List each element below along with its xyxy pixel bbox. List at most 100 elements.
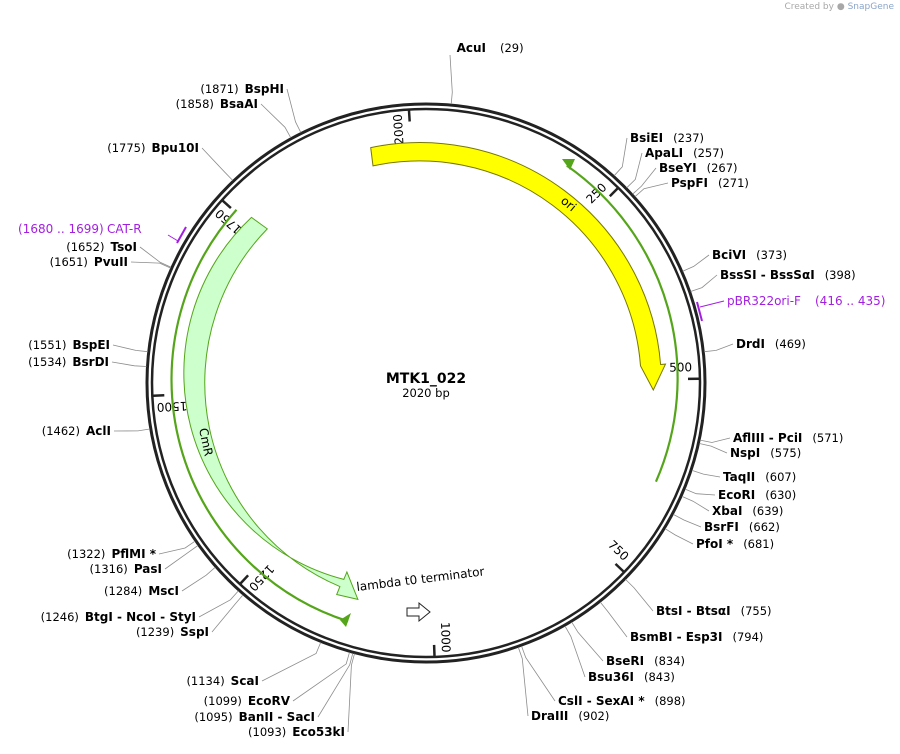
- site-msci-leader: [181, 566, 216, 592]
- site-drdi-position: (469): [775, 337, 806, 351]
- ruler-label-1250: 1250: [246, 562, 277, 594]
- site-csli-sexai-leader: [521, 646, 556, 702]
- site-pspfi-leader: [634, 182, 669, 197]
- site-pflmi-position: (1322): [67, 547, 105, 561]
- site-afliii-pcii: AflIII - PciI(571): [700, 431, 843, 445]
- site-csli-sexai-position: (898): [655, 694, 686, 708]
- site-bsmbi-esp3i-position: (794): [733, 630, 764, 644]
- site-pvuii-position: (1651): [50, 255, 88, 269]
- ruler-label-2000: 2000: [391, 114, 407, 145]
- site-taqii-leader: [691, 470, 721, 478]
- site-bpu10i-leader: [201, 147, 233, 181]
- site-acli-leader: [113, 428, 150, 432]
- site-bsu36i-name: Bsu36I: [588, 670, 634, 684]
- site-pflmi-name: PflMI *: [111, 547, 156, 561]
- cmr-direction-line: [170, 209, 349, 623]
- ruler-label-500: 500: [669, 360, 692, 374]
- site-bsiei-name: BsiEI: [630, 131, 663, 145]
- credit-brand: SnapGene: [847, 2, 894, 12]
- ruler-tick-1500: [153, 393, 165, 397]
- site-nspi-name: NspI: [730, 446, 760, 460]
- site-bsiei: BsiEI (237): [613, 131, 704, 176]
- site-bsmbi-esp3i-name: BsmBI - Esp3I: [630, 630, 722, 644]
- site-pvuii-leader: [130, 261, 171, 269]
- site-bcivi-position: (373): [756, 248, 787, 262]
- site-bsmbi-esp3i: BsmBI - Esp3I (794): [599, 601, 764, 644]
- site-apali-position: (257): [693, 146, 724, 160]
- site-eco53ki: Eco53kI(1093): [248, 653, 355, 739]
- site-bsmbi-esp3i-leader: [599, 601, 628, 638]
- site-bsrfi-position: (662): [749, 520, 780, 534]
- site-sspi-leader: [211, 594, 244, 633]
- site-bsiei-leader: [613, 137, 628, 176]
- site-bpu10i-name: Bpu10I: [152, 141, 199, 155]
- site-eco53ki-leader: [347, 653, 355, 733]
- site-apali: ApaLI(257): [626, 146, 724, 189]
- site-pflmi-leader: [158, 540, 196, 555]
- backbone-inner-circle: [150, 107, 702, 659]
- site-afliii-pcii-name: AflIII - PciI: [733, 431, 802, 445]
- site-bsu36i-position: (843): [644, 670, 675, 684]
- site-bsrfi: BsrFI(662): [673, 514, 780, 534]
- site-ecori-name: EcoRI: [718, 488, 755, 502]
- site-bsrdi-position: (1534): [28, 355, 66, 369]
- site-tsoi: TsoI(1652): [66, 240, 172, 268]
- site-btgi-ncoi-styi-leader: [198, 590, 239, 618]
- site-bsaai-position: (1858): [176, 97, 214, 111]
- site-btgi-ncoi-styi-position: (1246): [41, 610, 79, 624]
- site-bsphi-leader: [286, 88, 302, 133]
- site-acui-name: AcuI: [457, 41, 486, 55]
- site-bspei-position: (1551): [28, 338, 66, 352]
- site-btgi-ncoi-styi: BtgI - NcoI - StyI(1246): [41, 590, 239, 624]
- site-afliii-pcii-leader: [700, 437, 731, 443]
- backbone-outer-circle: [145, 102, 707, 664]
- site-bpu10i-position: (1775): [107, 141, 145, 155]
- ori-direction-arrowhead: [562, 159, 575, 170]
- site-banii-saci-position: (1095): [194, 710, 232, 724]
- site-scai-leader: [261, 642, 322, 682]
- site-bcivi-name: BciVI: [712, 248, 746, 262]
- site-draiii-name: DraIII: [531, 709, 568, 723]
- site-scai-name: ScaI: [231, 674, 259, 688]
- site-bsssi-bsss-i-position: (398): [825, 268, 856, 282]
- ruler-tick-250: [608, 187, 619, 198]
- site-tsoi-leader: [139, 246, 172, 268]
- site-bsssi-bsss-i-name: BssSI - BssSαI: [720, 268, 815, 282]
- site-pfoi: PfoI *(681): [664, 528, 774, 551]
- ruler-tick-2000: [407, 110, 411, 122]
- site-pspfi: PspFI(271): [634, 176, 749, 197]
- site-draiii: DraIII(902): [517, 647, 609, 723]
- site-bspei-name: BspEI: [72, 338, 110, 352]
- site-banii-saci-name: BanII - SacI: [239, 710, 315, 724]
- site-acli-name: AclI: [86, 424, 111, 438]
- site-bseri-leader: [571, 621, 604, 662]
- primer-cat-r-name: CAT-R: [107, 222, 142, 236]
- credit-prefix: Created by: [784, 2, 834, 12]
- site-ecorv-position: (1099): [204, 694, 242, 708]
- ruler-label-750: 750: [605, 538, 631, 564]
- site-bsaai-name: BsaAI: [220, 97, 258, 111]
- site-ecori-leader: [684, 488, 716, 496]
- site-bsrdi-leader: [111, 361, 147, 367]
- site-bseyi: BseYI(267): [632, 161, 738, 195]
- site-btsi-bts-i-name: BtsI - BtsαI: [656, 604, 731, 618]
- site-btsi-bts-i-leader: [625, 579, 654, 612]
- site-pasi-name: PasI: [134, 562, 162, 576]
- site-bsiei-position: (237): [673, 131, 704, 145]
- site-bsu36i-leader: [564, 625, 586, 678]
- site-bsrdi-name: BsrDI: [72, 355, 109, 369]
- site-pfoi-leader: [664, 528, 694, 545]
- primer-cat-r-mark: [176, 226, 187, 244]
- site-drdi-leader: [704, 343, 734, 353]
- cmr-label: CmR: [196, 427, 216, 458]
- site-bsrdi: BsrDI (1534): [28, 355, 147, 369]
- site-acli-position: (1462): [42, 424, 80, 438]
- site-xbai-leader: [681, 496, 710, 512]
- site-acui-leader: [449, 54, 453, 105]
- site-ecorv-leader: [292, 652, 350, 702]
- site-bspei-leader: [112, 344, 148, 353]
- site-bseri-position: (834): [654, 654, 685, 668]
- site-bsaai: BsaAI (1858): [176, 97, 292, 138]
- site-nspi: NspI(575): [699, 443, 801, 460]
